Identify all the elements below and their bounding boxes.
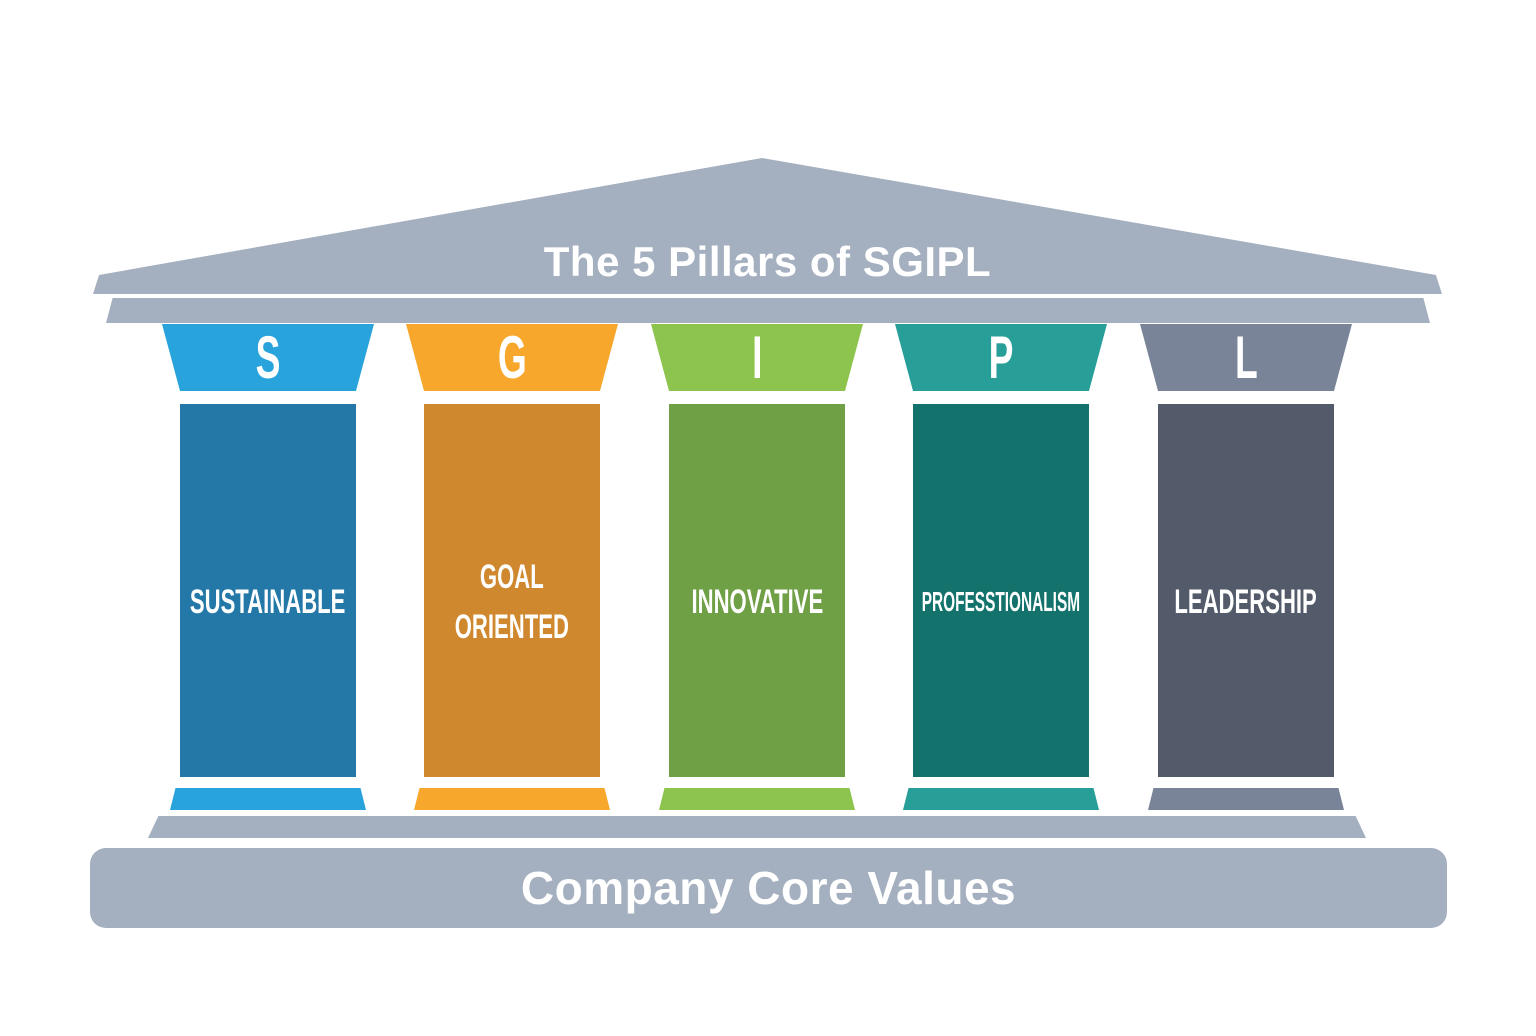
pillar-capital: L xyxy=(1140,324,1352,391)
pillar-capital: G xyxy=(406,324,618,391)
pillar-goal-oriented: G GOAL ORIENTED xyxy=(406,324,618,811)
pillar-label: GOAL ORIENTED xyxy=(454,558,570,646)
pillar-shaft: PROFESSTIONALISM xyxy=(913,404,1089,777)
pillar-base xyxy=(903,788,1099,810)
pillar-label: SUSTAINABLE xyxy=(190,582,346,621)
pillar-base xyxy=(414,788,610,810)
footer-title: Company Core Values xyxy=(520,862,1017,914)
pillar-letter: G xyxy=(497,324,527,391)
pillar-capital: P xyxy=(895,324,1107,391)
pillar-sustainable: S SUSTAINABLE xyxy=(162,324,374,811)
pillar-leadership: L LEADERSHIP xyxy=(1140,324,1352,811)
pillar-label: LEADERSHIP xyxy=(1174,582,1318,621)
pillar-base xyxy=(170,788,366,810)
pillar-capital: S xyxy=(162,324,374,391)
architrave-bar xyxy=(106,298,1430,323)
diagram-title: The 5 Pillars of SGIPL xyxy=(543,238,992,285)
pillar-shaft: GOAL ORIENTED xyxy=(424,404,600,777)
pillar-capital: I xyxy=(651,324,863,391)
base-plinth: Company Core Values xyxy=(90,848,1447,928)
pillar-letter: L xyxy=(1234,324,1258,391)
pillar-base xyxy=(1148,788,1344,810)
stylobate-bar xyxy=(148,816,1366,838)
pillar-innovative: I INNOVATIVE xyxy=(651,324,863,811)
pillar-letter: S xyxy=(255,324,281,391)
pillar-shaft: SUSTAINABLE xyxy=(180,404,356,777)
pillar-label: INNOVATIVE xyxy=(691,582,823,621)
pediment-roof: The 5 Pillars of SGIPL xyxy=(93,158,1442,294)
pillar-letter: I xyxy=(751,324,763,391)
pillar-base xyxy=(659,788,855,810)
pillar-shaft: INNOVATIVE xyxy=(669,404,845,777)
pillar-shaft: LEADERSHIP xyxy=(1158,404,1334,777)
pillar-professtionalism: P PROFESSTIONALISM xyxy=(895,324,1107,811)
pillar-letter: P xyxy=(988,324,1014,391)
pillar-label: PROFESSTIONALISM xyxy=(921,586,1081,618)
